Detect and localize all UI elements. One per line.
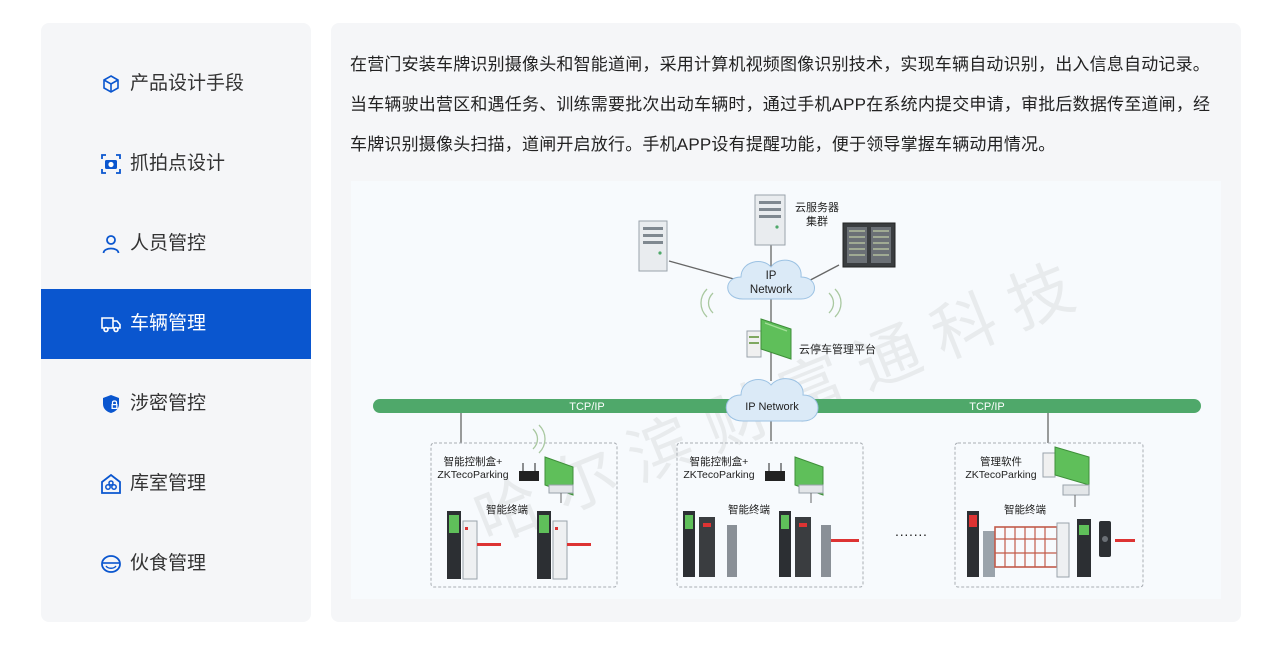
group1-zkteco-label: ZKTecoParking	[437, 469, 508, 481]
server-cluster-icon	[842, 222, 896, 268]
backbone-network-label: IP Network	[745, 401, 799, 413]
sidebar-item-label: 人员管控	[130, 233, 207, 254]
sidebar-item-classified[interactable]: 涉密管控	[41, 369, 311, 439]
cube-icon	[103, 75, 119, 93]
group1-controller-label: 智能控制盒+	[444, 455, 503, 468]
truck-icon	[101, 317, 121, 333]
tcp-ip-label-left: TCP/IP	[569, 401, 604, 413]
topology-svg: 哈尔滨财富通科技	[373, 194, 1201, 588]
top-ip-network-cloud	[727, 259, 815, 300]
sidebar-item-product-design[interactable]: 产品设计手段	[41, 49, 311, 119]
group3-zkteco-label: ZKTecoParking	[965, 469, 1036, 481]
cloud-server-icon	[754, 194, 786, 246]
sidebar-item-label: 涉密管控	[130, 393, 207, 414]
sidebar-item-label: 产品设计手段	[130, 73, 245, 94]
top-network-label-ip: IP	[766, 270, 777, 282]
sidebar-item-label: 伙食管理	[130, 553, 207, 574]
gate-group-2	[676, 442, 864, 588]
backbone-ip-network-cloud	[725, 378, 819, 422]
content-panel: 在营门安装车牌识别摄像头和智能道闸，采用计算机视频图像识别技术，实现车辆自动识别…	[331, 23, 1241, 622]
warehouse-icon	[101, 474, 121, 494]
shield-lock-icon	[103, 395, 119, 413]
wifi-signal-icon	[700, 288, 842, 318]
parking-platform-label: 云停车管理平台	[799, 342, 876, 356]
group1-terminal-label: 智能终端	[486, 503, 528, 516]
group3-software-label: 管理软件	[980, 455, 1022, 468]
database-server-icon	[638, 220, 668, 272]
sidebar-item-personnel[interactable]: 人员管控	[41, 209, 311, 279]
sidebar-item-label: 车辆管理	[130, 313, 207, 334]
gate-group-1	[430, 424, 618, 588]
group2-controller-label: 智能控制盒+	[690, 455, 749, 468]
vehicle-management-description: 在营门安装车牌识别摄像头和智能道闸，采用计算机视频图像识别技术，实现车辆自动识别…	[350, 55, 1211, 154]
sidebar-item-capture-point[interactable]: 抓拍点设计	[41, 129, 311, 199]
sidebar-item-catering[interactable]: 伙食管理	[41, 529, 311, 599]
group2-terminal-label: 智能终端	[728, 503, 770, 516]
more-groups-ellipsis: ·······	[895, 526, 928, 542]
cloud-server-label: 云服务器	[795, 201, 839, 214]
sidebar-item-label: 库室管理	[130, 473, 207, 494]
sidebar-item-storeroom[interactable]: 库室管理	[41, 449, 311, 519]
tcp-ip-label-right: TCP/IP	[969, 401, 1004, 413]
sidebar-item-label: 抓拍点设计	[130, 153, 226, 174]
parking-platform-server-icon	[746, 318, 792, 360]
gate-group-3	[954, 442, 1144, 588]
sidebar-item-vehicle[interactable]: 车辆管理	[41, 289, 311, 359]
group2-zkteco-label: ZKTecoParking	[683, 469, 754, 481]
system-topology-diagram: 哈尔滨财富通科技	[351, 181, 1221, 599]
camera-scan-icon	[101, 154, 121, 174]
connection-lines	[460, 245, 1049, 443]
sidebar-nav: 产品设计手段 抓拍点设计 人员管控 车辆管理 涉密管控	[41, 23, 311, 622]
bowl-icon	[101, 555, 121, 573]
person-icon	[102, 235, 120, 254]
cluster-label: 集群	[806, 214, 828, 228]
top-network-label-network: Network	[750, 284, 792, 296]
group3-terminal-label: 智能终端	[1004, 503, 1046, 516]
